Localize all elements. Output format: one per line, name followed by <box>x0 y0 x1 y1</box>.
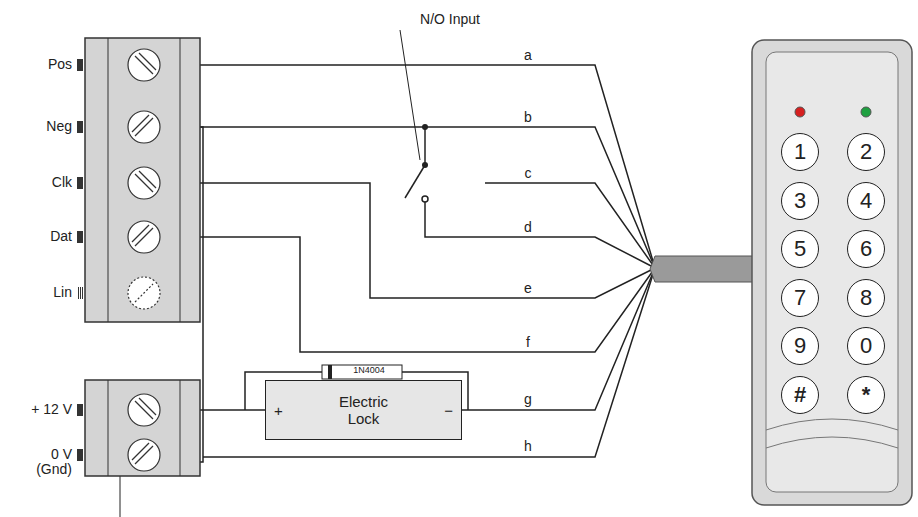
button-label: 7 <box>794 285 806 311</box>
wire-letter: f <box>521 335 535 350</box>
terminal-name: Neg <box>10 119 72 134</box>
terminal-name: Clk <box>10 175 72 190</box>
wire-letter: b <box>521 110 535 125</box>
keypad-button: 8 <box>847 279 885 317</box>
wire-letter: c <box>521 166 535 181</box>
keypad-button: * <box>847 376 885 414</box>
wire-letter: h <box>521 439 535 454</box>
keypad-button: 4 <box>847 182 885 220</box>
switch-pivot <box>422 162 428 168</box>
cable <box>650 256 755 282</box>
keypad-button: # <box>781 376 819 414</box>
polarity-mark: + <box>274 402 283 419</box>
button-label: 9 <box>794 333 806 359</box>
junction-dot <box>422 124 428 130</box>
button-label: 6 <box>860 236 872 262</box>
polarity-mark: − <box>444 402 453 419</box>
button-label: 3 <box>794 188 806 214</box>
input-label: N/O Input <box>370 12 480 27</box>
wire-letter: a <box>521 48 535 63</box>
wire-letter: e <box>521 281 535 296</box>
keypad-button: 3 <box>781 182 819 220</box>
keypad-button: 0 <box>847 327 885 365</box>
wire-letter: d <box>521 220 535 235</box>
button-label: 0 <box>860 333 872 359</box>
button-label: 2 <box>860 139 872 165</box>
button-label: 5 <box>794 236 806 262</box>
keypad-housing <box>752 40 912 505</box>
button-label: 1 <box>794 139 806 165</box>
button-label: # <box>794 382 806 408</box>
power-terminal-block <box>77 380 200 476</box>
diode-part-number: 1N4004 <box>340 366 398 376</box>
button-label: 4 <box>860 188 872 214</box>
terminal-name: Dat <box>10 229 72 244</box>
button-label: * <box>862 382 871 408</box>
electric-lock: + Electric Lock − <box>265 380 462 440</box>
diode-band <box>328 365 332 379</box>
terminal-name: 0 V (Gnd) <box>22 447 72 478</box>
terminal-name: Pos <box>10 57 72 72</box>
terminal-name: Lin <box>10 285 72 300</box>
lock-label: Electric Lock <box>324 393 404 428</box>
terminal-block <box>77 38 200 322</box>
keypad-button: 1 <box>781 133 819 171</box>
keypad-button: 7 <box>781 279 819 317</box>
switch-contact <box>422 196 428 202</box>
keypad-button: 2 <box>847 133 885 171</box>
wire-letter: g <box>521 392 535 407</box>
diode-symbol <box>322 365 402 379</box>
terminal-name: + 12 V <box>4 402 72 417</box>
keypad-button: 9 <box>781 327 819 365</box>
button-label: 8 <box>860 285 872 311</box>
keypad-button: 6 <box>847 230 885 268</box>
keypad-button: 5 <box>781 230 819 268</box>
